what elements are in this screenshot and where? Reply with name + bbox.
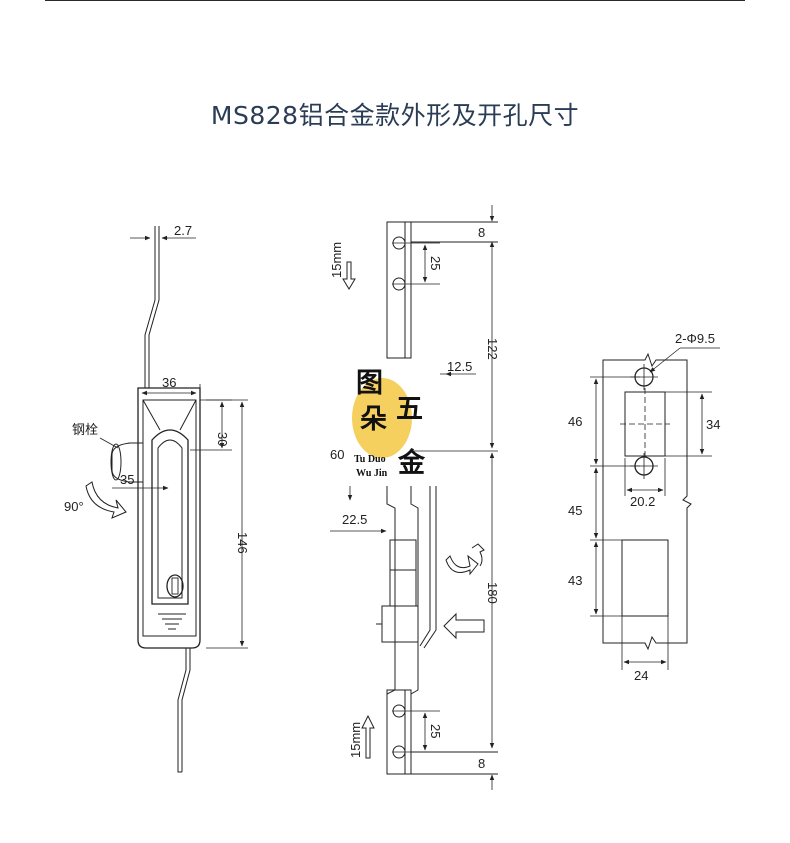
watermark-char-4: 金 <box>397 447 426 479</box>
dim-bottom-25: 25 <box>428 724 443 738</box>
left-arrow-icon <box>443 612 485 640</box>
watermark-char-2: 朵 <box>360 404 387 435</box>
mid-profile-right <box>410 486 419 774</box>
top-rod-strip <box>386 221 412 359</box>
mid-block-2 <box>389 569 417 607</box>
dim-46: 46 <box>568 414 582 429</box>
label-steel-pin: 钢栓 <box>72 423 98 438</box>
left-view-handle: 2.7 钢栓 90° 36 <box>64 223 250 773</box>
dim-34: 34 <box>706 417 720 432</box>
steel-pin-leader <box>99 437 119 449</box>
dim-bottom-8: 8 <box>478 756 485 771</box>
dim-top-8: 8 <box>478 225 485 240</box>
right-view-cutout: 2-Φ9.5 46 34 20.2 45 43 <box>568 331 720 683</box>
bottom-rod <box>181 648 191 772</box>
mid-handle-curve-2 <box>423 486 437 649</box>
bottom-trigger <box>158 613 186 630</box>
dim-bottom-stroke: 15mm <box>348 722 363 758</box>
top-rod <box>144 226 156 388</box>
dim-146: 146 <box>235 532 250 554</box>
watermark-char-3: 五 <box>396 394 423 425</box>
mid-block-1 <box>389 539 417 571</box>
label-angle: 90° <box>64 499 84 514</box>
up-arrow-icon <box>361 714 375 759</box>
dim-45: 45 <box>568 503 582 518</box>
rotate-arrow-icon <box>445 554 479 576</box>
dim-20-2: 20.2 <box>630 494 655 509</box>
key-slot <box>171 577 179 595</box>
dim-35: 35 <box>120 472 134 487</box>
dim-180: 180 <box>485 582 500 604</box>
handle-grip <box>151 429 189 605</box>
rotation-arrow-icon <box>85 481 127 519</box>
dim-top-25: 25 <box>428 256 443 270</box>
top-rule <box>45 0 745 1</box>
watermark-en-2: Wu Jin <box>356 468 388 479</box>
down-arrow-icon <box>342 261 356 290</box>
dim-top-stroke: 15mm <box>329 242 344 278</box>
steel-pin-cylinder <box>111 442 144 483</box>
cutout-rect-bottom <box>621 539 669 617</box>
lock-cylinder <box>166 574 184 598</box>
handle-shoulder <box>142 399 197 431</box>
steel-pin-end <box>110 443 122 481</box>
mid-profile-left <box>386 486 396 774</box>
dim-22-5: 22.5 <box>342 512 367 527</box>
top-rod-inner <box>148 226 160 388</box>
dim-12-5: 12.5 <box>447 359 472 374</box>
dim-holes: 2-Φ9.5 <box>675 331 715 346</box>
mid-lock-block <box>381 605 419 643</box>
bottom-rod-inner <box>177 648 187 773</box>
dim-30: 30 <box>215 432 230 446</box>
cutout-strip-outline <box>602 352 692 651</box>
watermark-char-1: 图 <box>356 368 383 399</box>
dim-24: 24 <box>634 668 648 683</box>
dim-122: 122 <box>485 338 500 360</box>
dim-width: 36 <box>162 375 176 390</box>
dim-43: 43 <box>568 573 582 588</box>
middle-view-side: 25 8 122 15mm 12.5 图 朵 五 金 Tu Duo Wu Jin… <box>329 205 500 790</box>
page-title: MS828铝合金款外形及开孔尺寸 <box>210 101 580 130</box>
watermark-en-1: Tu Duo <box>354 454 386 465</box>
handle-body <box>137 387 201 649</box>
handle-inner-outline <box>142 399 197 637</box>
mid-handle-curve <box>419 486 431 647</box>
handle-grip-inner <box>157 439 183 599</box>
dim-60: 60 <box>330 447 344 462</box>
rotate-arrow-tail <box>471 543 485 567</box>
bottom-rod-strip <box>386 689 412 775</box>
dim-rod-thickness: 2.7 <box>174 223 192 238</box>
watermark-logo: 图 朵 五 金 Tu Duo Wu Jin <box>352 368 426 479</box>
